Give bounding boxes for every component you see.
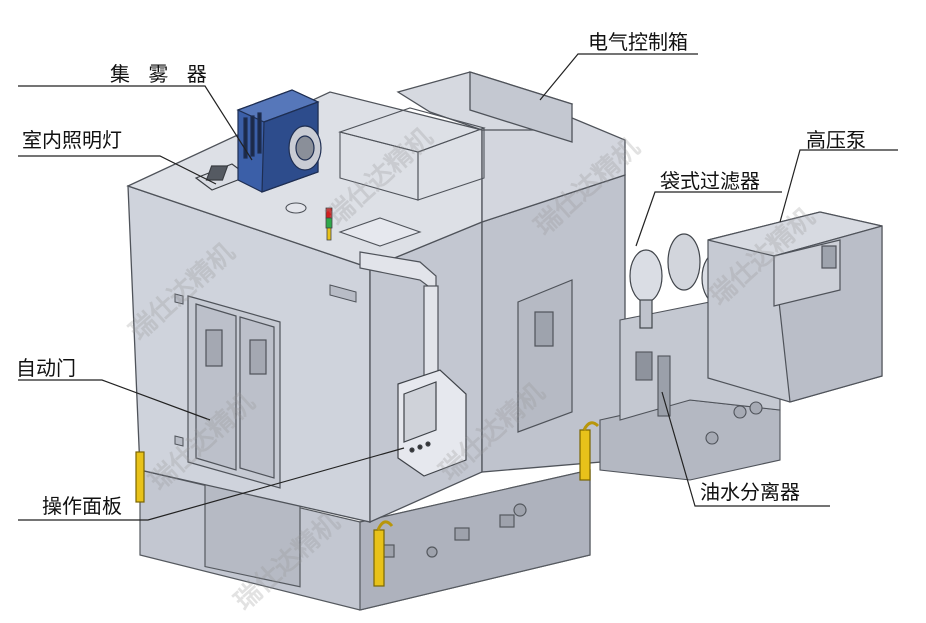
label-oil-water-separator: 油水分离器 <box>700 480 800 504</box>
label-bag-filter: 袋式过滤器 <box>660 169 760 193</box>
inspection-window <box>517 279 573 433</box>
label-auto-door: 自动门 <box>16 356 76 380</box>
label-interior-light: 室内照明灯 <box>22 128 122 152</box>
machine-base <box>139 469 591 611</box>
top-details <box>285 107 486 247</box>
signal-tower <box>325 207 333 241</box>
auto-door <box>187 295 281 489</box>
control-panel <box>397 369 467 477</box>
interior-light <box>194 163 250 191</box>
label-electric-cabinet: 电气控制箱 <box>588 30 688 54</box>
label-control-panel: 操作面板 <box>42 494 122 518</box>
label-high-pressure-pump: 高压泵 <box>806 128 866 152</box>
leader-lines <box>18 53 898 521</box>
face-openings <box>174 284 357 447</box>
mist-collector <box>236 89 322 193</box>
label-mist-collector: 集 雾 器 <box>110 62 213 86</box>
lifting-hooks <box>135 421 600 587</box>
pump-unit <box>707 211 883 403</box>
